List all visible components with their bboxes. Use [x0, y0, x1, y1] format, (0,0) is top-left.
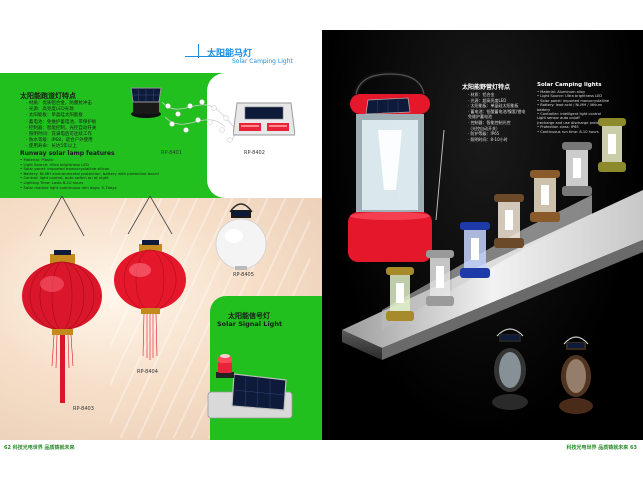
product-code: RP-8405: [233, 272, 254, 278]
feature-item: · 控制器：智能控制，光控自动开关: [26, 125, 97, 131]
hurricane-lantern-bronze-image: [559, 336, 593, 414]
runway-features-title-en: Runway solar lamp features: [20, 150, 115, 157]
right-footer-band: [322, 440, 643, 500]
feature-item: · 控制器：智能控制光控: [468, 119, 511, 125]
title-underline: [185, 56, 230, 57]
feature-item: · 使用寿命：长达5年以上: [26, 144, 77, 150]
mini-lantern-silver-image: [426, 250, 454, 306]
feature-item: • Control: light control, auto switch on…: [20, 175, 109, 181]
product-code: RP-8402: [244, 150, 265, 156]
product-code: RP-8403: [73, 406, 94, 412]
feature-item: （光控自动开关）: [468, 125, 500, 131]
feature-item: · 蓄电池：免维护蓄电池，带保护板: [26, 119, 97, 125]
right-page: 太阳能野营灯特点 · 材质：铝合金 · 光源：超高亮度LED · 太阳能板：单晶…: [322, 30, 643, 440]
feature-item: (recharge and use discharge protection): [537, 120, 610, 125]
feature-item: battery: [537, 107, 551, 112]
signal-title-en: Solar Signal Light: [217, 320, 283, 328]
feature-item: • Continuous run time: 8-10 hours: [537, 129, 599, 134]
camping-features-title-zh: 太阳能野营灯特点: [462, 84, 511, 91]
feature-item: • Lighting Time: Lasts 8-10 hours: [20, 179, 84, 185]
white-globe-lantern-image: [215, 203, 267, 270]
feature-item: • Solar panel: imported monocrystalline …: [20, 166, 110, 172]
feature-item: · 材质：铝合金: [468, 92, 495, 97]
feature-item: · 防水等级：IP68，适合户外使用: [26, 138, 93, 144]
section-title-en: Solar Camping Light: [232, 58, 293, 65]
signal-title-zh: 太阳能信号灯: [228, 312, 270, 320]
feature-item: · 材质：优质铝合金，防震抗冲击: [26, 101, 92, 106]
left-page: 太阳能马灯 Solar Camping Light 太阳能跑道灯特点 · 材质：…: [0, 44, 322, 500]
feature-item: · 防护等级：IP65: [468, 131, 500, 137]
feature-item: · 光源：超高亮度LED: [468, 97, 507, 103]
feature-item: • Light Source: Ultra brightness LED: [537, 94, 603, 99]
feature-item: Light sensor auto on/off: [537, 116, 580, 121]
feature-item: 免维护蓄电池: [468, 114, 492, 120]
hurricane-lantern-dark-image: [492, 328, 528, 410]
camping-features-zh: · 材质：铝合金 · 光源：超高亮度LED · 太阳能板：单晶硅太阳能板 · 蓄…: [468, 92, 525, 142]
title-decoration: [198, 44, 199, 58]
red-camping-lantern-image: [348, 71, 445, 262]
feature-item: • Light Source: Ultra brightness LED: [20, 161, 89, 167]
solar-road-stud-image: [233, 102, 295, 136]
right-page-footer: 科技光电世界 品质铸就未来 63: [566, 445, 637, 451]
feature-item: · 蓄电池：铅酸蓄电池/镍氢/锂电: [468, 108, 526, 114]
feature-item: · 光源：高亮度LED光源: [26, 107, 74, 113]
feature-item: • Material: Plastic: [20, 157, 54, 162]
mini-lantern-olive-image: [598, 118, 626, 172]
feature-item: • Material: Aluminum alloy: [537, 90, 586, 94]
feature-item: · 照明时间：充满电后可连续工作: [26, 132, 92, 138]
camping-features-title-en: Solar Camping lights: [537, 82, 602, 88]
product-code: RP-8401: [161, 150, 182, 156]
mini-lantern-gray-image: [562, 142, 592, 196]
mini-lantern-yellow-image: [386, 267, 414, 321]
feature-item: · 太阳能板：单晶硅太阳能板: [26, 113, 83, 119]
feature-item: • Solar panel: imported monocrystalline: [537, 98, 610, 103]
feature-item: • Solar module light continuous rain day…: [20, 184, 117, 190]
solar-string-lights-image: [161, 99, 237, 143]
left-page-footer: 62 科技光电世界 品质铸就未来: [4, 445, 75, 451]
feature-item: • Battery: Ni-MH environmental protectio…: [20, 170, 159, 176]
left-footer-band: [0, 440, 322, 500]
solar-signal-light-image: [207, 354, 293, 419]
feature-item: • Controller: intelligent light control: [537, 112, 602, 117]
feature-item: • Protection class: IP65: [537, 125, 579, 130]
red-lantern-medium-image: [114, 196, 186, 360]
red-lantern-large-image: [22, 196, 102, 403]
feature-item: • Battery: lead acid / Ni-MH / lithium: [537, 103, 603, 108]
feature-item: · 太阳能板：单晶硅太阳能板: [468, 103, 519, 109]
section-title-zh: 太阳能马灯: [207, 49, 253, 59]
product-code: RP-8404: [137, 369, 158, 375]
runway-features-en: • Material: Plastic • Light Source: Ultr…: [20, 157, 159, 190]
feature-item: · 照明时间：8-10小时: [468, 136, 508, 142]
camping-features-en: • Material: Aluminum alloy • Light Sourc…: [537, 90, 609, 134]
mini-lantern-blue-image: [460, 222, 490, 278]
mini-lantern-copper-image: [530, 170, 560, 222]
runway-features-title-zh: 太阳能跑道灯特点: [20, 92, 76, 100]
runway-features-zh: · 材质：优质铝合金，防震抗冲击 · 光源：高亮度LED光源 · 太阳能板：单晶…: [26, 101, 96, 151]
solar-panel-box-image: [130, 87, 162, 118]
mini-lantern-brown-image: [494, 194, 524, 248]
